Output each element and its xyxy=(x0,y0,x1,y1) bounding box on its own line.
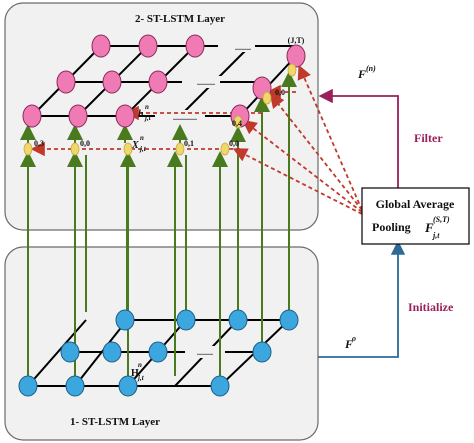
bottom-node xyxy=(210,375,230,397)
top-node xyxy=(22,104,42,128)
gap-dots-3: ............ xyxy=(173,113,197,122)
bottom-layer-title: 1- ST-LSTM Layer xyxy=(70,416,160,428)
top-node xyxy=(91,34,111,58)
filter-path xyxy=(318,88,399,188)
bottom-node xyxy=(118,375,138,397)
top-node xyxy=(68,104,88,128)
svg-text:j,t: j,t xyxy=(144,114,152,122)
top-node xyxy=(102,70,122,94)
pos-label: 0,0 xyxy=(80,139,90,148)
bottom-node xyxy=(279,309,299,331)
top-node xyxy=(138,34,158,58)
bottom-node xyxy=(18,375,38,397)
bottom-node xyxy=(228,309,248,331)
top-node xyxy=(115,104,135,128)
f-o-label: F xyxy=(344,337,353,351)
H-cell-label: H n j,t xyxy=(131,361,145,382)
svg-text:n: n xyxy=(140,134,144,142)
svg-text:H: H xyxy=(131,368,139,379)
pos-label: 0,0 xyxy=(229,139,239,148)
bottom-node xyxy=(65,375,85,397)
gap-dots-4: ........ xyxy=(197,348,213,357)
f-o-sup: o xyxy=(352,334,356,343)
gap-box xyxy=(361,187,470,245)
top-node xyxy=(148,70,168,94)
x-cell-label: X n j,t xyxy=(131,134,147,153)
pos-label: 0,3 xyxy=(34,139,44,148)
svg-text:n: n xyxy=(138,361,142,369)
pos-label: 0,0 xyxy=(275,88,285,97)
svg-text:X: X xyxy=(131,140,139,151)
top-layer-title: 2- ST-LSTM Layer xyxy=(135,13,225,25)
f-n-sup: (n) xyxy=(366,64,376,73)
pos-label: 0,1 xyxy=(184,139,194,148)
yellow-dots xyxy=(23,63,297,156)
initialize-label: Initialize xyxy=(408,300,454,314)
top-node xyxy=(185,34,205,58)
bottom-node xyxy=(252,341,272,363)
bottom-node xyxy=(60,341,80,363)
bottom-node xyxy=(148,341,168,363)
bottom-node xyxy=(115,309,135,331)
gap-line2: Pooling xyxy=(372,220,411,234)
bottom-node xyxy=(102,341,122,363)
gap-dots-2: ......... xyxy=(197,78,215,87)
blue-nodes xyxy=(18,309,299,397)
f-n-label: F xyxy=(357,67,366,81)
svg-text:j,t: j,t xyxy=(137,374,145,382)
filter-label: Filter xyxy=(414,131,443,145)
svg-text:j,t: j,t xyxy=(139,145,147,153)
gap-F: F xyxy=(424,220,434,235)
svg-text:h: h xyxy=(138,109,144,120)
top-node xyxy=(286,44,306,68)
green-arrows xyxy=(20,71,297,376)
gap-dots-1: ........ xyxy=(235,43,251,52)
svg-text:n: n xyxy=(145,103,149,111)
corner-label: (J,T) xyxy=(288,36,305,45)
gap-F-sub: j,t xyxy=(431,231,440,240)
initialize-path xyxy=(318,240,406,358)
pos-label: 0,4 xyxy=(232,119,242,128)
gap-F-sup: (S,T) xyxy=(433,215,450,224)
top-node xyxy=(56,70,76,94)
gap-line1: Global Average xyxy=(376,197,455,211)
h-cell-label: h n j,t xyxy=(138,103,152,122)
bottom-node xyxy=(176,309,196,331)
